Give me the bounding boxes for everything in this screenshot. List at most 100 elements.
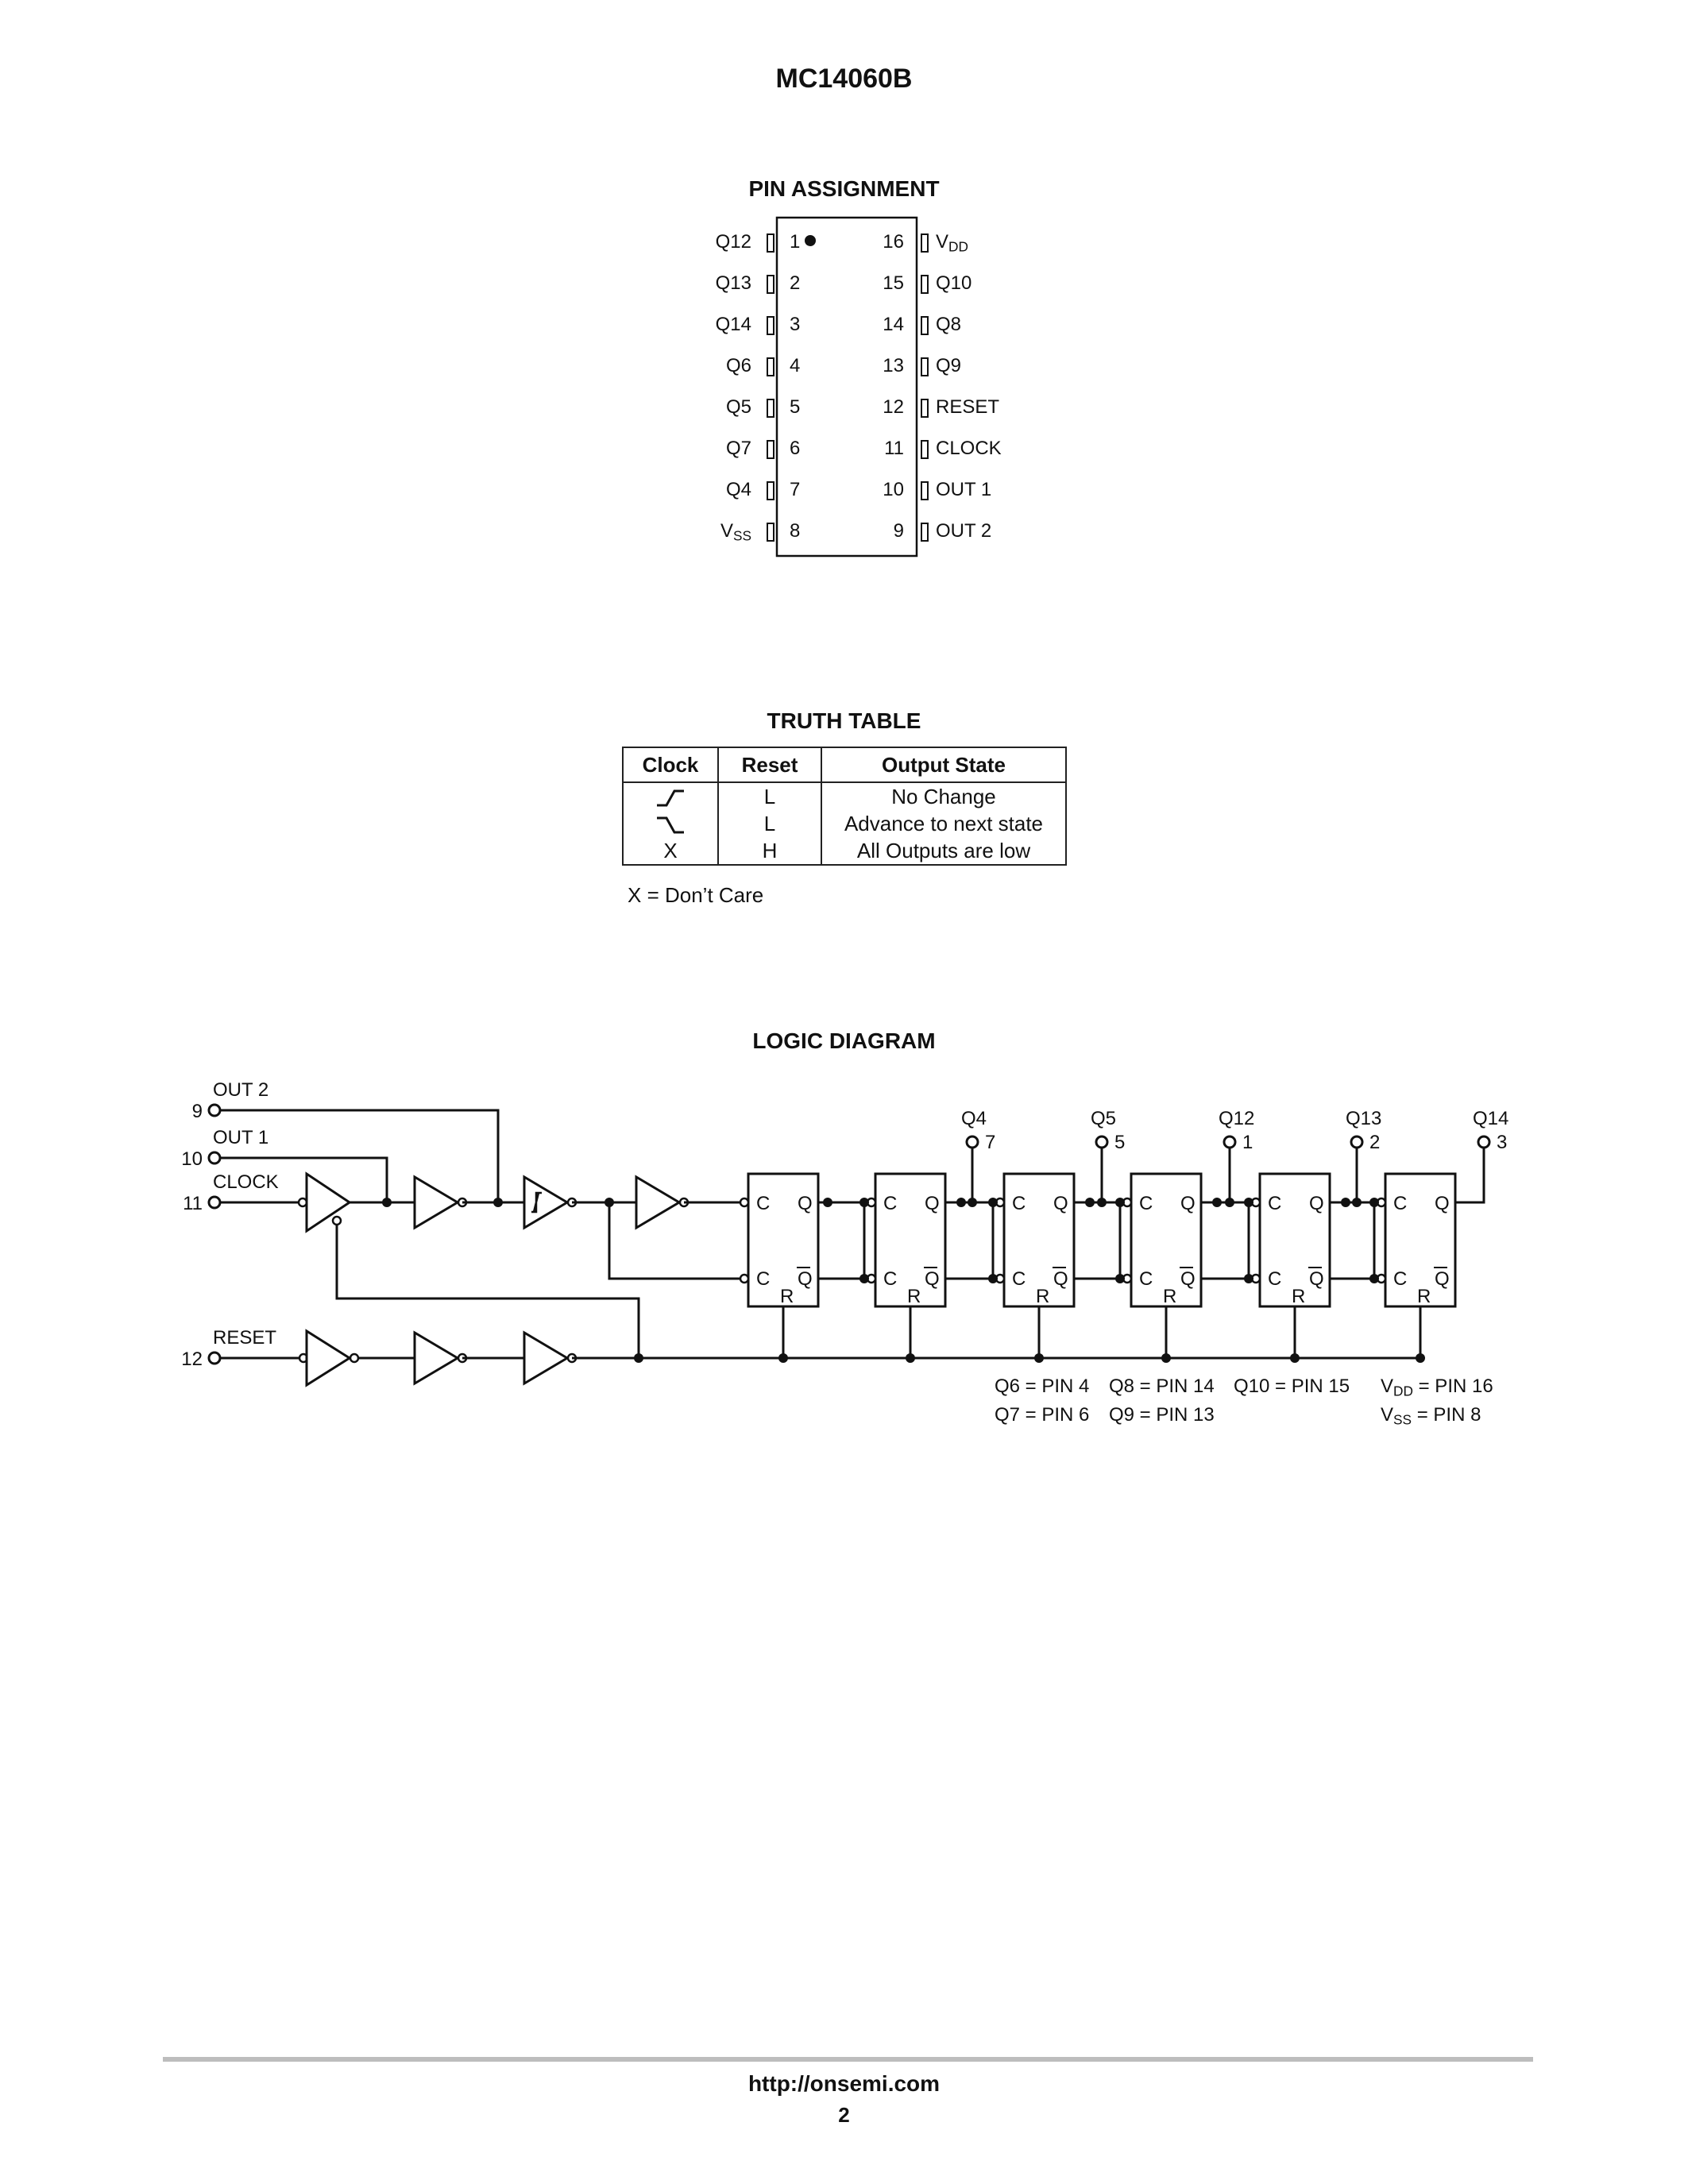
- clock-cell: X: [622, 837, 719, 866]
- logic-diagram-title: LOGIC DIAGRAM: [752, 1028, 936, 1053]
- page-number: 2: [838, 2103, 850, 2127]
- header-output-state: Output State: [821, 747, 1067, 783]
- output-label: Q4: [961, 1108, 987, 1129]
- ic-body: [775, 216, 918, 558]
- table-row: L Advance to next state: [622, 810, 1067, 837]
- input-pin-number: 9: [192, 1101, 203, 1122]
- junction-dot: [1034, 1353, 1044, 1363]
- output-cell: All Outputs are low: [821, 837, 1067, 866]
- pin-number: 5: [790, 396, 801, 418]
- ff-label-qbar: Q: [925, 1268, 940, 1290]
- reset-cell: L: [717, 782, 822, 810]
- output-pin-number: 2: [1369, 1132, 1380, 1153]
- junction-dot: [1212, 1198, 1222, 1207]
- ff-label-qbar: Q: [1435, 1268, 1450, 1290]
- pin-label-left: Q7: [725, 438, 751, 459]
- pin-number: 6: [790, 438, 801, 459]
- input-pin-number: 10: [181, 1148, 203, 1170]
- output-cell: No Change: [821, 782, 1067, 810]
- pin-pad: [921, 440, 929, 459]
- header-clock: Clock: [622, 747, 719, 783]
- terminal-circle: [1095, 1135, 1109, 1149]
- table-row: L No Change: [622, 782, 1067, 810]
- junction-dot: [1369, 1198, 1379, 1207]
- ff-label-c: C: [1393, 1193, 1407, 1214]
- junction-dot: [1352, 1198, 1362, 1207]
- input-label: CLOCK: [213, 1171, 279, 1193]
- output-label: Q14: [1473, 1108, 1508, 1129]
- pin-number: 9: [893, 520, 904, 542]
- ff-label-r: R: [1163, 1286, 1176, 1307]
- ff-label-q: Q: [1180, 1193, 1196, 1214]
- pin-number: 14: [883, 314, 904, 335]
- input-pin-number: 12: [181, 1349, 203, 1370]
- junction-dot: [968, 1198, 977, 1207]
- pin-number: 16: [883, 231, 904, 253]
- inverter-gate: [635, 1175, 682, 1230]
- reset-inverter: [305, 1329, 352, 1387]
- reset-cell: L: [717, 810, 822, 837]
- ff-label-c: C: [1268, 1193, 1281, 1214]
- ff-label-c2: C: [756, 1268, 770, 1290]
- pin-label-right: RESET: [936, 396, 1000, 418]
- ff-label-c2: C: [883, 1268, 897, 1290]
- ff-label-c2: C: [1268, 1268, 1281, 1290]
- inverter-gate: [523, 1330, 570, 1386]
- pin-label-right: Q8: [936, 314, 962, 335]
- schmitt-symbol: [531, 1191, 542, 1214]
- wire: [335, 1225, 640, 1358]
- junction-dot: [1097, 1198, 1107, 1207]
- ff-label-c: C: [883, 1193, 897, 1214]
- ff-label-qbar: Q: [1180, 1268, 1196, 1290]
- terminal-circle: [207, 1103, 222, 1117]
- terminal-circle: [1223, 1135, 1237, 1149]
- pin-pad: [767, 316, 774, 335]
- ff-label-r: R: [1417, 1286, 1431, 1307]
- pin-number: 2: [790, 272, 801, 294]
- note-q7: Q7 = PIN 6: [995, 1404, 1090, 1426]
- pin-pad: [921, 275, 929, 294]
- rising-edge-icon: [622, 782, 719, 810]
- output-cell: Advance to next state: [821, 810, 1067, 837]
- pin-number: 1: [790, 231, 801, 253]
- pin-label-left: VSS: [720, 520, 751, 544]
- pin-label-right: OUT 1: [936, 479, 992, 500]
- output-pin-number: 3: [1497, 1132, 1507, 1153]
- terminal-circle: [207, 1351, 222, 1365]
- terminal-circle: [207, 1151, 222, 1165]
- pin-label-left: Q5: [725, 396, 751, 418]
- pin-number: 12: [883, 396, 904, 418]
- junction-dot: [1115, 1198, 1125, 1207]
- pin-assignment-diagram: [699, 214, 1017, 564]
- inversion-bubble: [739, 1273, 750, 1284]
- pin-label-left: Q6: [725, 355, 751, 376]
- footer-rule: [163, 2057, 1533, 2062]
- ff-label-q: Q: [1435, 1193, 1450, 1214]
- junction-dot: [956, 1198, 966, 1207]
- junction-dot: [1085, 1198, 1095, 1207]
- ff-label-c2: C: [1393, 1268, 1407, 1290]
- footer-url[interactable]: http://onsemi.com: [747, 2071, 941, 2096]
- ff-label-r: R: [1292, 1286, 1305, 1307]
- note-q8: Q8 = PIN 14: [1109, 1376, 1215, 1397]
- pin-label-right: Q10: [936, 272, 972, 294]
- ff-label-q: Q: [1053, 1193, 1068, 1214]
- pin-number: 7: [790, 479, 801, 500]
- pin-pad: [921, 316, 929, 335]
- junction-dot: [1115, 1274, 1125, 1283]
- pin-pad: [921, 399, 929, 418]
- truth-table-title: TRUTH TABLE: [767, 708, 921, 733]
- pin-number: 13: [883, 355, 904, 376]
- pin-pad: [767, 523, 774, 542]
- junction-dot: [1244, 1198, 1253, 1207]
- pin-assignment-title: PIN ASSIGNMENT: [748, 176, 940, 201]
- junction-dot: [382, 1198, 392, 1207]
- input-label: OUT 2: [213, 1079, 268, 1101]
- pin-label-right: OUT 2: [936, 520, 992, 542]
- ff-label-r: R: [1036, 1286, 1049, 1307]
- truth-table: Clock Reset Output State L No Change L A…: [622, 747, 1067, 866]
- pin-label-right: CLOCK: [936, 438, 1002, 459]
- flip-flop: [874, 1172, 947, 1308]
- junction-dot: [1161, 1353, 1171, 1363]
- pin1-marker: [805, 235, 816, 246]
